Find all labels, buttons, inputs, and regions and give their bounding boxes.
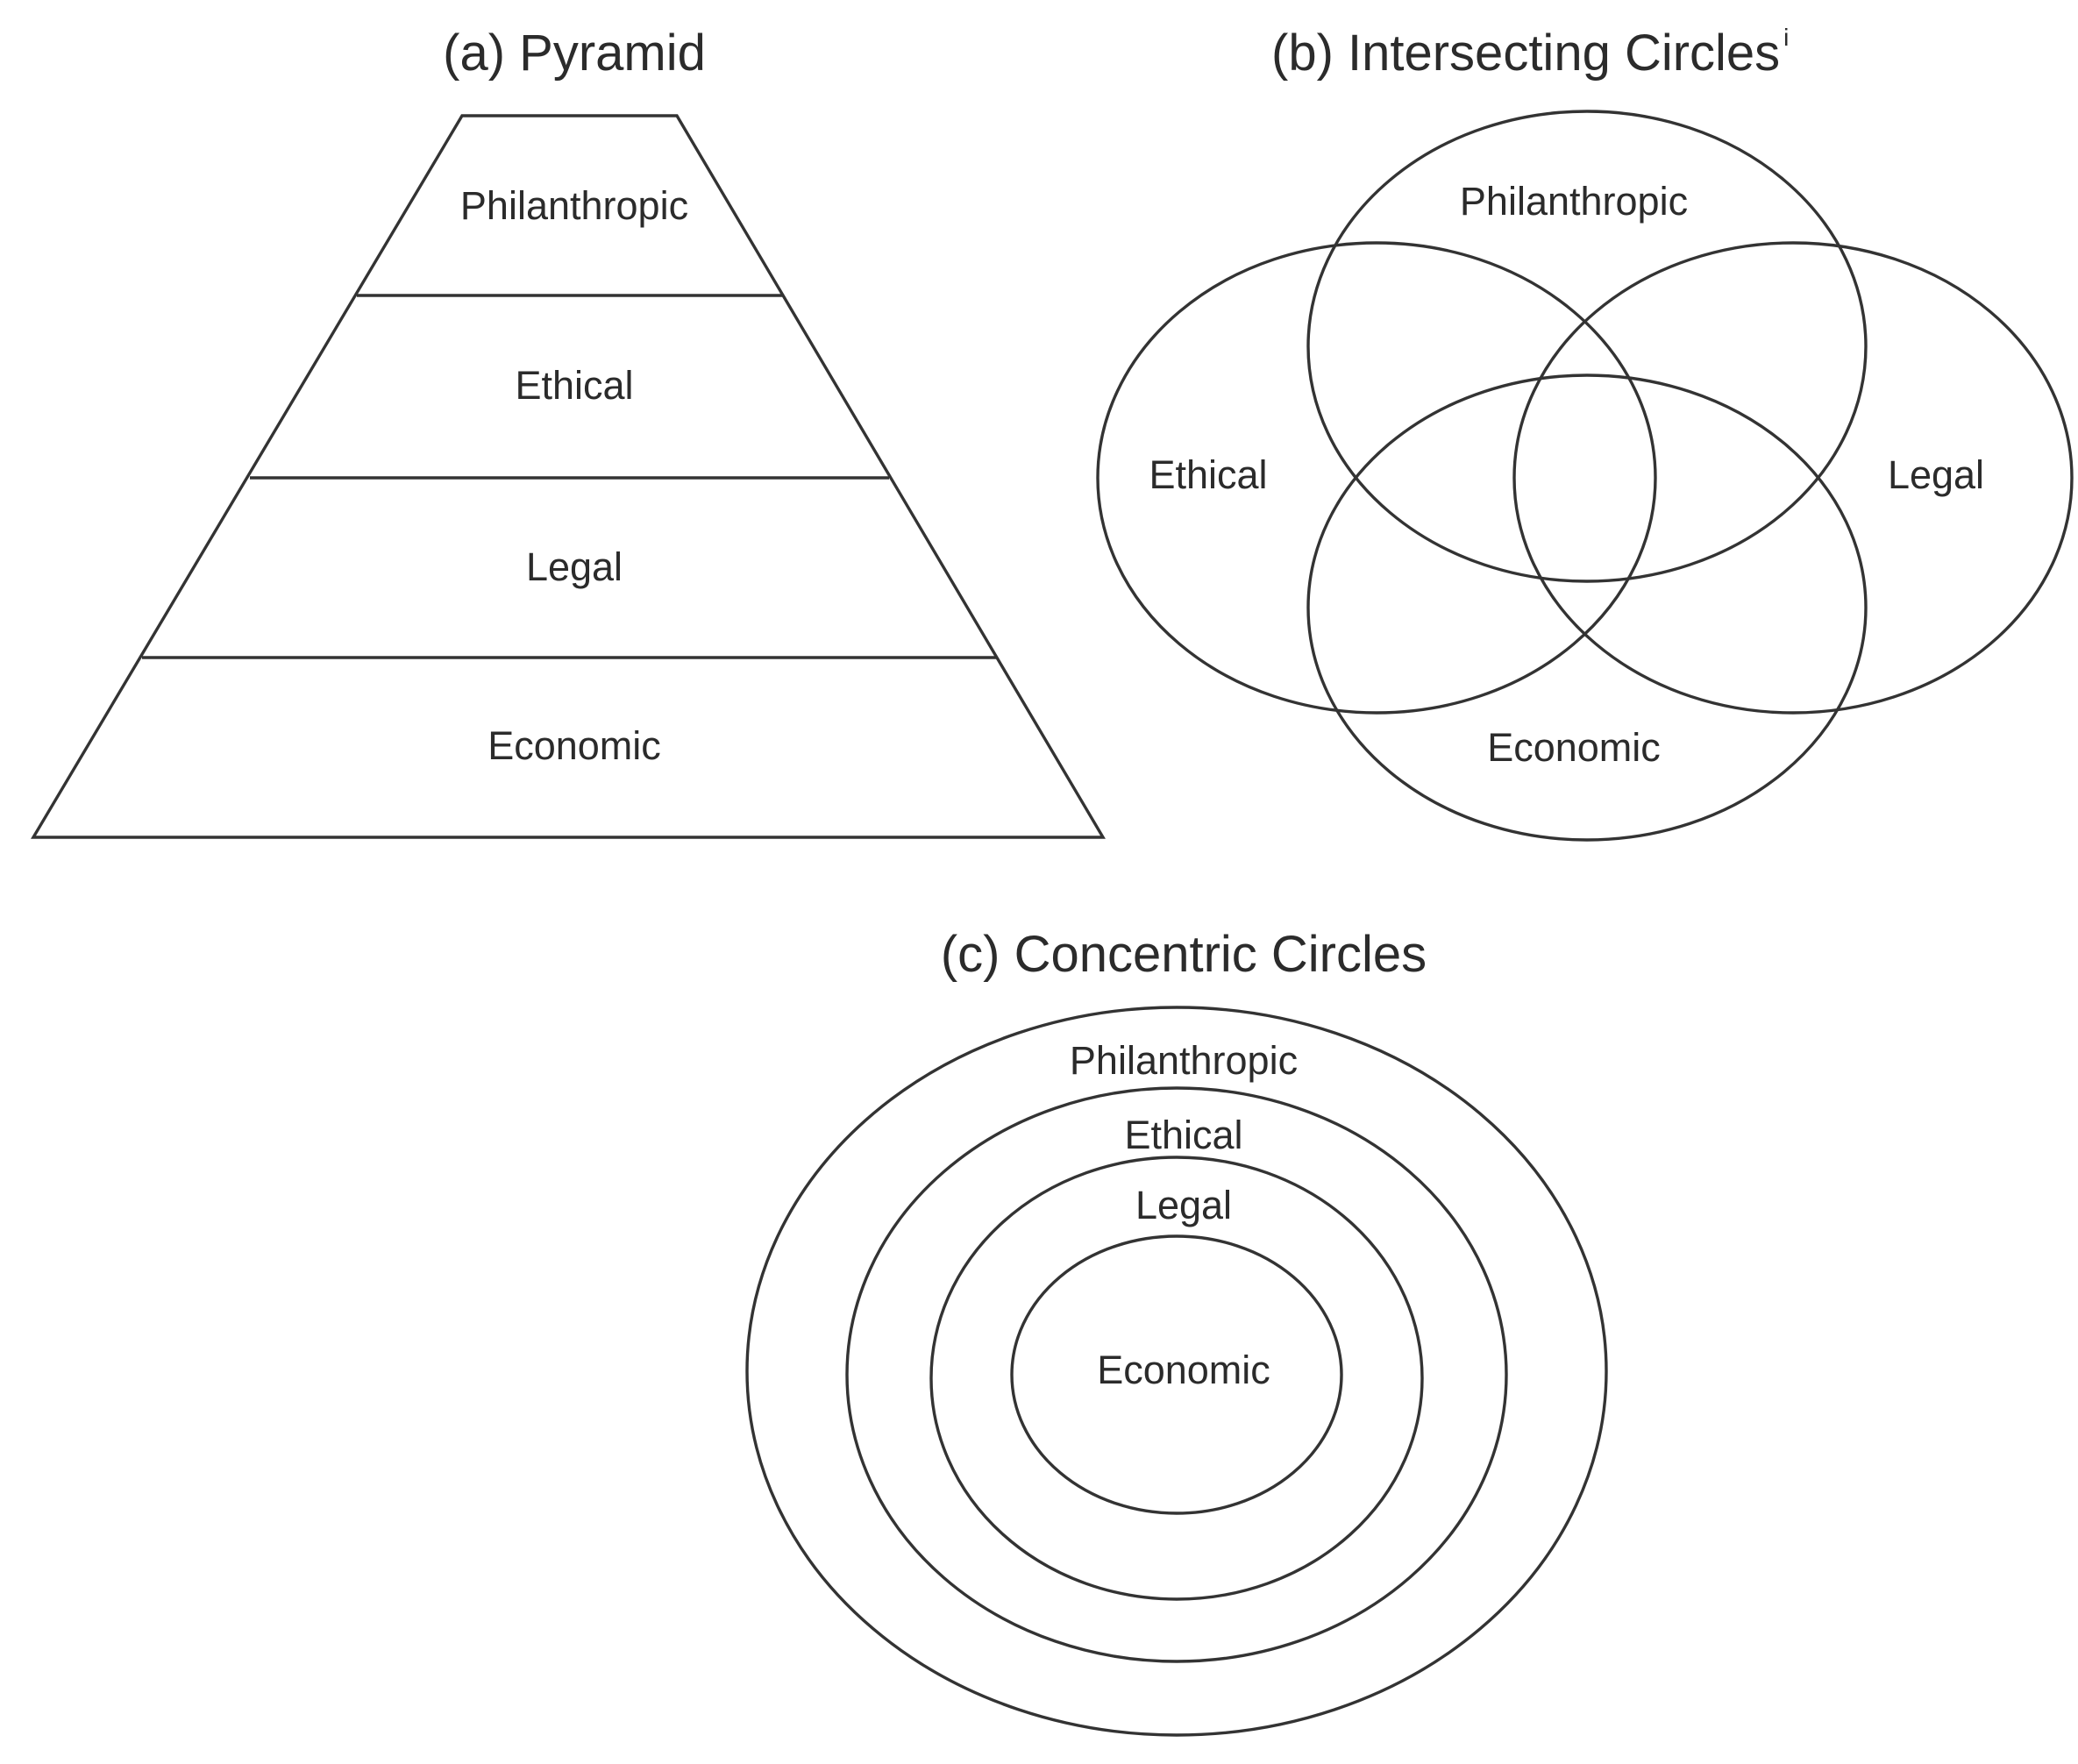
- pyramid-outline: [31, 114, 1106, 839]
- ring-legal: [929, 1156, 1424, 1601]
- concentric-label-economic: Economic: [1097, 1348, 1270, 1392]
- ellipse-ethical: [1096, 241, 1657, 715]
- ring-philanthropic: [745, 1006, 1608, 1737]
- concentric-label-ethical: Ethical: [1124, 1113, 1242, 1157]
- concentric-label-philanthropic: Philanthropic: [1070, 1038, 1298, 1083]
- ellipse-legal: [1512, 241, 2074, 715]
- intersecting-title-text: (b) Intersecting Circles: [1271, 25, 1780, 82]
- pyramid-layer-ethical: Ethical: [515, 363, 633, 408]
- intersecting-title-superscript: i: [1783, 24, 1789, 51]
- concentric-label-legal: Legal: [1135, 1183, 1232, 1227]
- concentric-circles-panel: (c) Concentric Circles Philanthropic Eth…: [745, 926, 1608, 1737]
- ellipse-philanthropic: [1306, 110, 1868, 583]
- pyramid-layer-legal: Legal: [526, 544, 623, 589]
- pyramid-title: (a) Pyramid: [443, 25, 706, 82]
- pyramid-layer-philanthropic: Philanthropic: [460, 183, 688, 228]
- intersecting-label-ethical: Ethical: [1149, 452, 1267, 497]
- intersecting-label-legal: Legal: [1888, 452, 1984, 497]
- intersecting-label-philanthropic: Philanthropic: [1460, 179, 1688, 224]
- ring-ethical: [845, 1086, 1508, 1663]
- pyramid-layer-economic: Economic: [487, 723, 661, 768]
- pyramid-panel: (a) Pyramid Philanthropic Ethical Legal …: [31, 25, 1106, 839]
- ellipse-economic: [1306, 373, 1868, 842]
- ring-economic: [1010, 1234, 1343, 1515]
- intersecting-label-economic: Economic: [1487, 725, 1661, 770]
- concentric-title: (c) Concentric Circles: [941, 926, 1427, 983]
